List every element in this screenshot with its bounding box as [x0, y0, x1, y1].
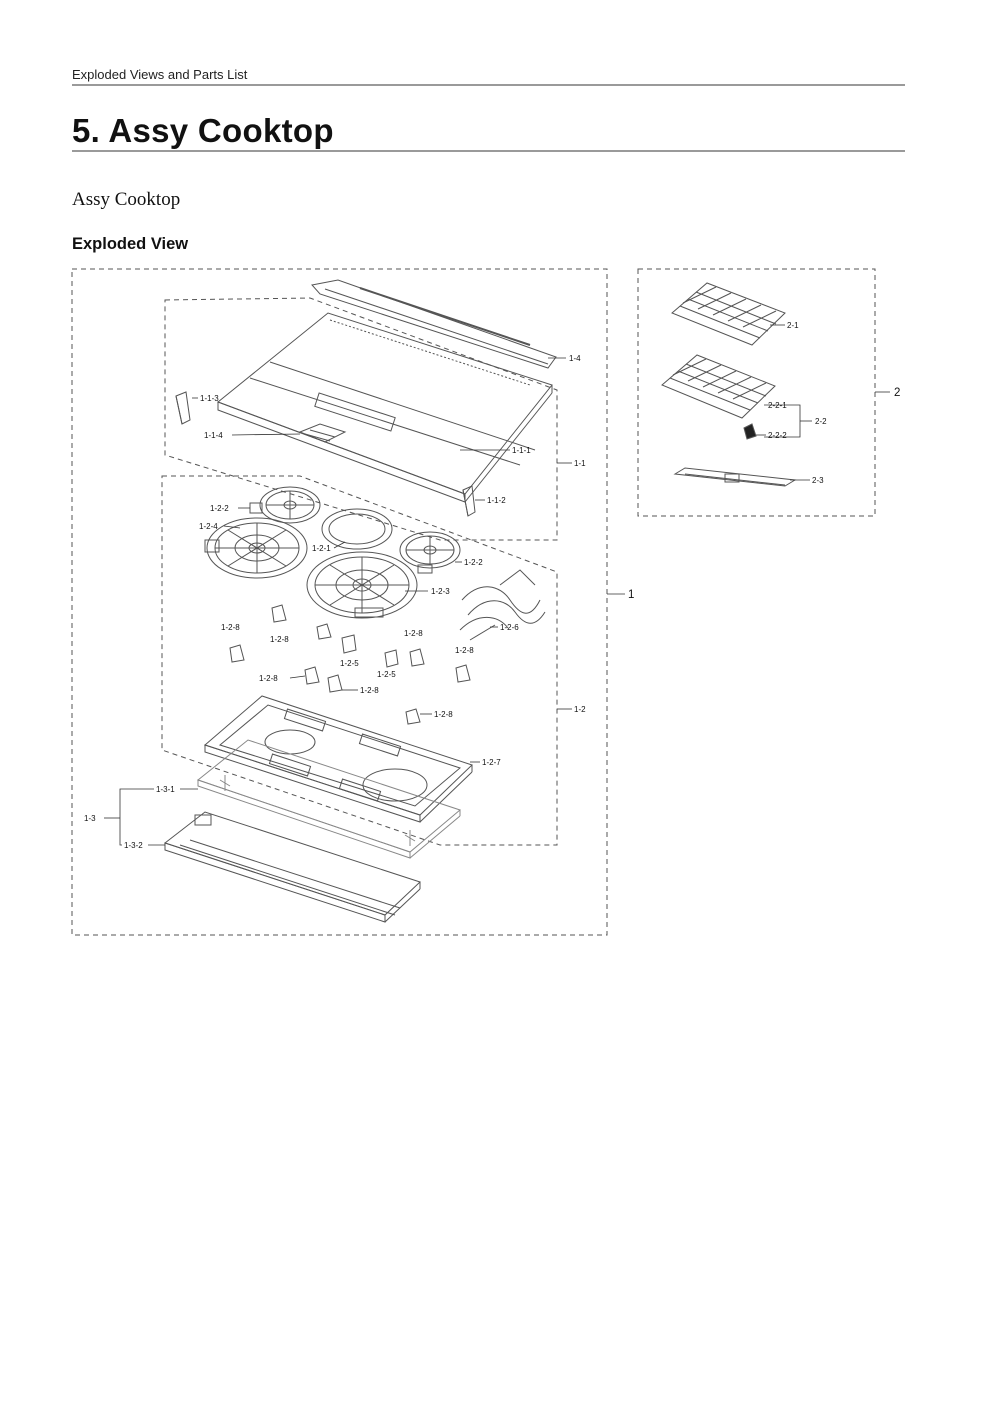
callout-1-2: 1-2 — [574, 705, 586, 714]
callout-1-1-3: 1-1-3 — [200, 394, 219, 403]
exploded-view-heading: Exploded View — [72, 235, 189, 253]
callout-2-2-2: 2-2-2 — [768, 431, 787, 440]
callout-1-2-1: 1-2-1 — [312, 544, 331, 553]
callout-1-2-5-a: 1-2-5 — [340, 659, 359, 668]
section-title: 5. Assy Cooktop — [72, 112, 334, 149]
part-1-1-4-terminal-block — [298, 423, 347, 443]
part-2-3-trim-strip — [673, 467, 797, 487]
callout-1-2-5-b: 1-2-5 — [377, 670, 396, 679]
part-1-2-8-clip-c — [316, 623, 332, 640]
part-2-2-1-oven-rack — [661, 354, 776, 419]
part-1-2-1-trim-ring — [321, 508, 393, 550]
part-1-1-1-cooktop-top — [217, 312, 553, 503]
part-1-2-3-large-element — [306, 551, 418, 619]
callout-2: 2 — [894, 387, 900, 399]
callout-1-1-4: 1-1-4 — [204, 431, 223, 440]
callout-1-2-8-a: 1-2-8 — [221, 623, 240, 632]
part-1-3-1-insulation — [196, 739, 462, 859]
callout-1-3-1: 1-3-1 — [156, 785, 175, 794]
callout-1-1-2: 1-1-2 — [487, 496, 506, 505]
callout-1: 1 — [628, 589, 634, 601]
part-1-2-8-clip-d — [409, 648, 425, 667]
header-rule — [72, 84, 905, 86]
part-2-2-2-rack-glide — [743, 423, 757, 440]
part-1-2-5-switch-a — [341, 634, 357, 654]
callout-1-3: 1-3 — [84, 814, 96, 823]
sub-assembly-1-2-boundary — [161, 475, 558, 846]
callout-1-2-8-e: 1-2-8 — [259, 674, 278, 683]
part-1-2-8-clip-e — [455, 664, 471, 683]
title-rule — [72, 150, 905, 152]
part-1-2-5-switch-b — [384, 649, 399, 668]
callout-1-2-8-g: 1-2-8 — [434, 710, 453, 719]
callout-1-2-8-b: 1-2-8 — [270, 635, 289, 644]
part-1-2-8-clip-f — [304, 666, 320, 685]
part-1-3-2-bottom-tray — [163, 811, 421, 923]
part-1-1-3-bracket — [175, 391, 191, 425]
callout-1-2-7: 1-2-7 — [482, 758, 501, 767]
callout-1-2-6: 1-2-6 — [500, 623, 519, 632]
sub-assembly-1-1-boundary — [164, 297, 558, 541]
part-2-1-oven-rack — [671, 282, 786, 346]
part-1-2-4-dual-element — [204, 517, 308, 579]
assembly-2-boundary — [637, 268, 876, 517]
part-1-2-8-clip-b — [271, 604, 287, 623]
part-1-2-2-small-element-front — [399, 531, 461, 574]
callout-1-1: 1-1 — [574, 459, 586, 468]
callout-1-2-2-rear: 1-2-2 — [210, 504, 229, 513]
callout-1-2-8-c: 1-2-8 — [404, 629, 423, 638]
running-header: Exploded Views and Parts List — [72, 67, 248, 82]
callout-1-1-1: 1-1-1 — [512, 446, 531, 455]
part-1-1-2-bracket — [462, 485, 476, 517]
callout-1-3-2: 1-3-2 — [124, 841, 143, 850]
callout-1-2-3: 1-2-3 — [431, 587, 450, 596]
callout-2-3: 2-3 — [812, 476, 824, 485]
part-1-2-6-wire-harness — [459, 569, 546, 641]
callout-1-2-8-f: 1-2-8 — [360, 686, 379, 695]
assembly-1-boundary — [71, 268, 608, 936]
part-1-2-7-element-box — [204, 695, 473, 823]
part-1-2-8-clip-h — [405, 708, 421, 725]
part-1-4-trim — [311, 279, 557, 369]
callout-2-2-1: 2-2-1 — [768, 401, 787, 410]
part-1-2-8-clip-a — [229, 644, 245, 663]
callout-2-1: 2-1 — [787, 321, 799, 330]
section-subtitle: Assy Cooktop — [72, 189, 181, 210]
part-1-2-8-clip-g — [327, 674, 343, 693]
callout-1-2-2-front: 1-2-2 — [464, 558, 483, 567]
callout-1-2-8-d: 1-2-8 — [455, 646, 474, 655]
callout-1-4: 1-4 — [569, 354, 581, 363]
callout-2-2: 2-2 — [815, 417, 827, 426]
callout-1-2-4: 1-2-4 — [199, 522, 218, 531]
